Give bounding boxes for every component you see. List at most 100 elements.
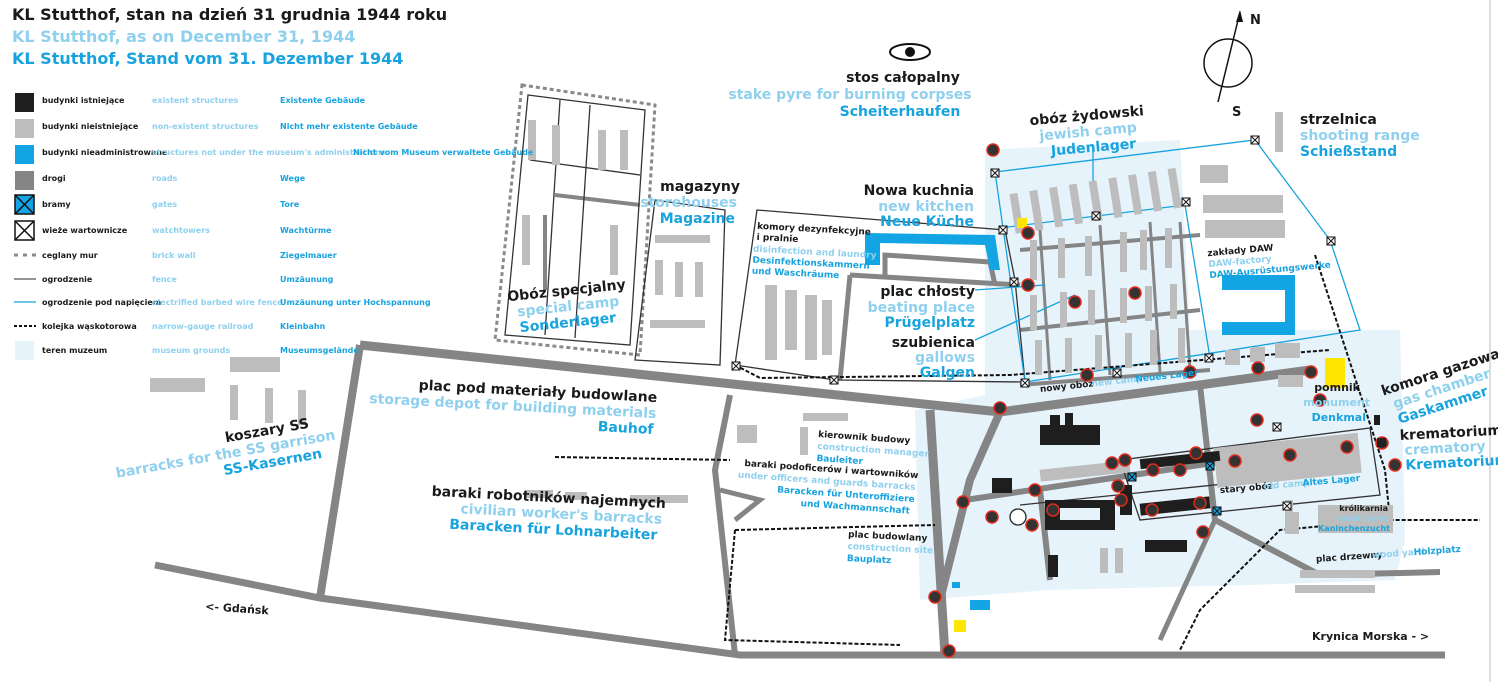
memorial-points xyxy=(928,143,1402,658)
legend-label-de: Tore xyxy=(280,200,300,209)
gates xyxy=(1127,461,1222,516)
label-disinfection: komory dezynfekcyjne i pralnie disinfect… xyxy=(752,222,877,282)
label-storage-depot: plac pod materiały budowlane storage dep… xyxy=(369,378,658,438)
label-de: Denkmal xyxy=(1312,411,1366,424)
label-beating-place: plac chłosty beating place Prügelplatz xyxy=(868,284,975,331)
label-de: Holzplatz xyxy=(1413,545,1461,558)
legend-label-en: museum grounds xyxy=(152,346,230,355)
label-de: Bauhof xyxy=(597,419,654,438)
label-en: rabbit farm xyxy=(1337,514,1388,523)
legend-swatch-roads xyxy=(15,171,34,190)
direction-gdansk: <- Gdańsk xyxy=(205,600,270,617)
north-arrow-icon xyxy=(1236,10,1243,22)
legend-label-en: narrow-gauge railroad xyxy=(152,322,254,331)
label-de: Judenlager xyxy=(1049,136,1136,159)
legend-label-pl: budynki nieadministrowane xyxy=(42,148,168,157)
title-en: KL Stutthof, as on December 31, 1944 xyxy=(12,27,355,46)
label-en: construction site xyxy=(847,542,933,556)
gate-icon xyxy=(14,194,35,215)
legend-label-pl: bramy xyxy=(42,200,71,209)
label-en: old camp xyxy=(1263,478,1310,492)
label-de: und Waschräume xyxy=(752,267,840,282)
label-de: Magazine xyxy=(660,211,735,227)
legend-label-pl: budynki istniejące xyxy=(42,96,125,105)
label-de: Bauleiter xyxy=(816,454,864,467)
star-marker xyxy=(1017,218,1027,228)
label-en: wood yard xyxy=(1372,547,1426,561)
label-pl: szubienica xyxy=(892,335,975,351)
compass: N S xyxy=(1203,10,1261,120)
label-pl: pomnik xyxy=(1314,381,1360,394)
legend-label-en: non-existent structures xyxy=(152,122,259,131)
title-pl: KL Stutthof, stan na dzień 31 grudnia 19… xyxy=(12,5,447,24)
buildings-nonadministered xyxy=(865,218,1345,632)
legend-swatch-nonadmin xyxy=(15,145,34,164)
title-de: KL Stutthof, Stand vom 31. Dezember 1944 xyxy=(12,49,403,68)
buildings-nonexistent xyxy=(150,112,1393,593)
label-jewish-camp: obóz żydowski jewish camp Judenlager xyxy=(1029,103,1145,159)
jewish-camp-barracks xyxy=(1030,228,1185,375)
legend-label-de: Ziegelmauer xyxy=(280,251,337,260)
legend-label-en: brick wall xyxy=(152,251,196,260)
label-gallows: szubienica gallows Galgen xyxy=(892,335,975,381)
label-storehouses: magazyny storehouses Magazine xyxy=(640,179,740,227)
label-pl: plac drzewny xyxy=(1316,550,1384,565)
label-pl: plac chłosty xyxy=(880,284,975,300)
label-de: Neue Küche xyxy=(880,214,974,230)
legend-label-de: Nicht vom Museum verwaltete Gebäude xyxy=(353,148,534,157)
legend-label-en: existent structures xyxy=(152,96,239,105)
legend-label-pl: ogrodzenie pod napięciem xyxy=(42,298,161,307)
label-ss-barracks: koszary SS barracks for the SS garrison … xyxy=(115,416,337,482)
label-en: gallows xyxy=(915,350,975,366)
label-en: beating place xyxy=(868,300,975,316)
label-en: storehouses xyxy=(640,195,737,211)
label-de: Scheiterhaufen xyxy=(840,104,961,120)
legend-label-pl: drogi xyxy=(42,174,66,183)
label-pl: i pralnie xyxy=(756,233,798,245)
label-de: Prügelplatz xyxy=(884,315,975,331)
label-en: crematory xyxy=(1404,439,1486,459)
label-pl: krematorium xyxy=(1399,423,1498,444)
legend-label-en: fence xyxy=(152,275,177,284)
label-pl: magazyny xyxy=(660,179,740,195)
yellow-building xyxy=(954,620,966,632)
label-pl: stos całopalny xyxy=(846,70,960,86)
compass-north: N xyxy=(1250,13,1261,28)
label-nco-barracks: baraki podoficerów i wartowników under o… xyxy=(738,458,919,517)
label-pl: plac budowlany xyxy=(848,530,928,544)
label-pl: Nowa kuchnia xyxy=(864,183,974,199)
label-pl: strzelnica xyxy=(1300,112,1377,128)
fences xyxy=(493,83,1480,651)
legend-swatch-nonexisting xyxy=(15,119,34,138)
roads xyxy=(154,193,1445,659)
legend-label-pl: kolejka wąskotorowa xyxy=(42,322,137,331)
label-workers-barracks: baraki robotników najemnych civilian wor… xyxy=(431,484,666,544)
label-de: Kaninchenzucht xyxy=(1318,524,1390,533)
legend-label-de: Umzäunung unter Hochspannung xyxy=(280,298,431,307)
legend-label-en: structures not under the museum's admini… xyxy=(152,148,386,157)
legend-label-pl: teren muzeum xyxy=(42,346,107,355)
label-de: Bauplatz xyxy=(847,554,892,566)
legend-swatch-museum xyxy=(15,341,34,360)
label-new-kitchen: Nowa kuchnia new kitchen Neue Küche xyxy=(864,183,974,230)
legend-label-de: Nicht mehr existente Gebäude xyxy=(280,122,418,131)
watchtower-icon xyxy=(14,220,35,241)
label-pyre: stos całopalny stake pyre for burning co… xyxy=(728,70,971,120)
pyre-circle xyxy=(1009,508,1027,526)
legend-label-pl: ceglany mur xyxy=(42,251,98,260)
legend-label-pl: wieże wartownicze xyxy=(42,226,128,235)
legend-label-en: gates xyxy=(152,200,177,209)
legend: budynki istniejące existent structures E… xyxy=(14,93,534,360)
legend-label-pl: budynki nieistniejące xyxy=(42,122,139,131)
label-rabbit-farm: królikarnia rabbit farm Kaninchenzucht xyxy=(1318,503,1390,533)
legend-label-de: Wachtürme xyxy=(280,226,332,235)
label-construction-site: plac budowlany construction site Bauplat… xyxy=(847,530,934,566)
label-daw: zakłady DAW DAW-factory DAW-Ausrüstungsw… xyxy=(1207,243,1331,281)
eye-icon xyxy=(889,43,931,61)
legend-label-de: Museumsgelände xyxy=(280,346,359,355)
label-en: monument xyxy=(1303,396,1370,409)
watchtowers xyxy=(731,135,1336,511)
label-monument: pomnik monument Denkmal xyxy=(1303,381,1370,424)
label-en: shooting range xyxy=(1300,128,1420,144)
